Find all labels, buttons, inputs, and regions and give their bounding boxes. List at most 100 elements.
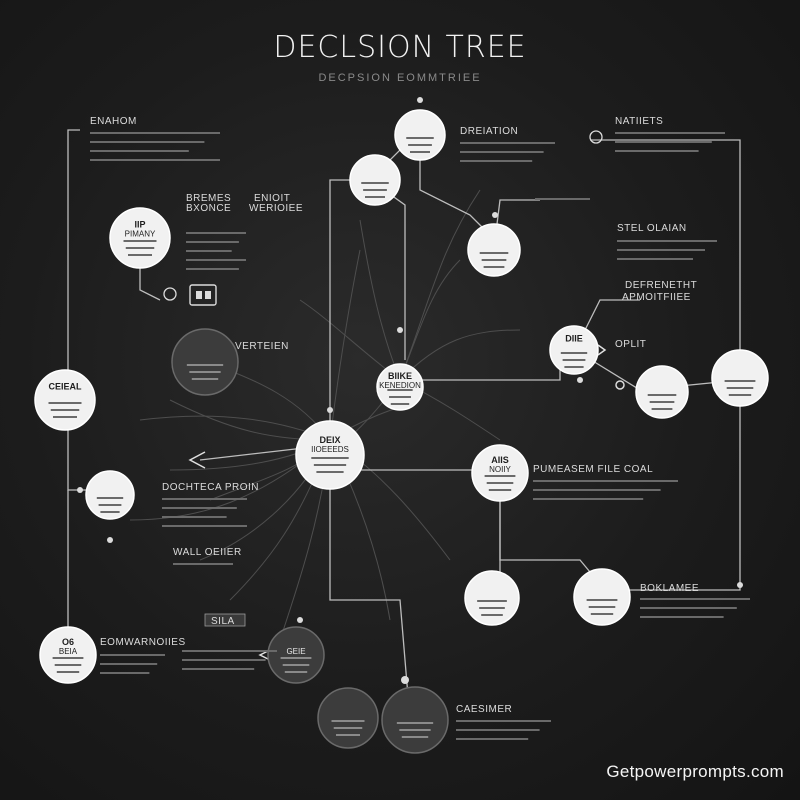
filler-line — [533, 480, 678, 482]
label-eniot-sub: WERIOIEE — [249, 203, 303, 214]
label-eniot: ENIOIT — [254, 193, 290, 204]
filler-line — [460, 151, 544, 153]
node-cereal: CEIEAL — [34, 369, 96, 431]
node-circle — [39, 626, 97, 684]
filler-line — [90, 132, 220, 134]
label-small-tag: SILA — [211, 616, 235, 627]
node-dark-bot1 — [317, 687, 379, 749]
node-detail-line — [724, 380, 756, 382]
filler-line — [162, 507, 237, 509]
node-detail-line — [331, 720, 365, 722]
node-detail-line — [284, 671, 308, 673]
node-circle — [467, 223, 521, 277]
filler-line — [173, 563, 233, 565]
label-eomwarnoies: EOMWARNOIIES — [100, 637, 186, 648]
node-detail-line — [479, 607, 505, 609]
bulb-icon — [589, 130, 603, 144]
node-circle — [464, 570, 520, 626]
node-detail-line — [123, 240, 157, 242]
node-circle — [85, 470, 135, 520]
node-circle — [376, 363, 424, 411]
node-mid-right — [467, 223, 521, 277]
node-detail-line — [390, 403, 410, 405]
node-detail-line — [647, 394, 677, 396]
left-arrow-icon — [188, 451, 206, 469]
node-detail-line — [53, 416, 77, 418]
node-left-dark — [171, 328, 239, 396]
node-circle — [349, 154, 401, 206]
node-circle — [394, 109, 446, 161]
node-detail-line — [316, 471, 344, 473]
node-detail-line — [477, 600, 507, 602]
node-detail-line — [361, 182, 389, 184]
filler-line — [617, 240, 717, 242]
filler-line — [100, 654, 165, 656]
filler-line — [456, 729, 540, 731]
node-circle — [549, 325, 599, 375]
node-detail-line — [479, 252, 509, 254]
filler-line — [186, 232, 246, 234]
node-circle — [471, 444, 529, 502]
chip-icon — [189, 284, 217, 306]
node-detail-line — [649, 401, 675, 403]
label-natiets: NATIIETS — [615, 116, 663, 127]
node-text: DEIX — [319, 435, 340, 445]
filler-line — [615, 150, 699, 152]
node-text: IIOEEEDS — [311, 445, 349, 454]
node-detail-line — [562, 359, 586, 361]
node-circle — [295, 420, 365, 490]
node-circle — [109, 207, 171, 269]
node-circle — [381, 686, 449, 754]
node-circle — [34, 369, 96, 431]
node-text: GEIE — [286, 647, 305, 656]
filler-line — [186, 268, 239, 270]
node-text: PIMANY — [125, 230, 156, 239]
small-tag-box — [204, 613, 246, 627]
nodes-layer: IIPPIMANYBIIKEKENEDIONDIIECEIEALDEIXIIOE… — [34, 109, 769, 754]
node-detail-line — [125, 247, 155, 249]
label-bremes-sub: BXONCE — [186, 203, 231, 214]
node-low-right — [573, 568, 631, 626]
node-detail-line — [586, 599, 618, 601]
node-detail-line — [399, 729, 431, 731]
filler-line — [162, 525, 247, 527]
filler-line — [456, 720, 551, 722]
circuit-lines — [129, 189, 521, 641]
node-detail-line — [481, 614, 503, 616]
filler-line — [460, 142, 555, 144]
node-detail-line — [588, 606, 616, 608]
node-detail-line — [52, 657, 84, 659]
node-detail-line — [481, 259, 507, 261]
node-detail-line — [408, 144, 432, 146]
label-dreiation: DREIATION — [460, 126, 518, 137]
label-wall: WALL OEIIER — [173, 547, 242, 558]
node-circle — [573, 568, 631, 626]
node-detail-line — [365, 196, 385, 198]
watermark: Getpowerprompts.com — [606, 762, 784, 781]
node-circle — [711, 349, 769, 407]
label-boklamee: BOKLAMEE — [640, 583, 699, 594]
node-detail-line — [56, 671, 80, 673]
filler-line — [100, 663, 158, 665]
node-right-a: DIIE — [549, 325, 599, 375]
magnifier-icon — [163, 287, 177, 301]
node-upper — [349, 154, 401, 206]
node-detail-line — [726, 387, 754, 389]
filler-line — [615, 141, 712, 143]
node-detail-line — [486, 482, 514, 484]
filler-line — [456, 738, 529, 740]
node-detail-line — [54, 664, 82, 666]
filler-line — [533, 489, 661, 491]
node-detail-line — [48, 402, 82, 404]
node-text: O6 — [62, 637, 74, 647]
labels-layer: ENAHOMBREMESBXONCEENIOITWERIOIEEDREIATIO… — [90, 116, 699, 715]
node-detail-line — [100, 511, 120, 513]
node-detail-line — [333, 727, 363, 729]
node-detail-line — [189, 371, 221, 373]
filler-line — [186, 250, 232, 252]
label-stelolaian: STEL OLAIAN — [617, 223, 687, 234]
